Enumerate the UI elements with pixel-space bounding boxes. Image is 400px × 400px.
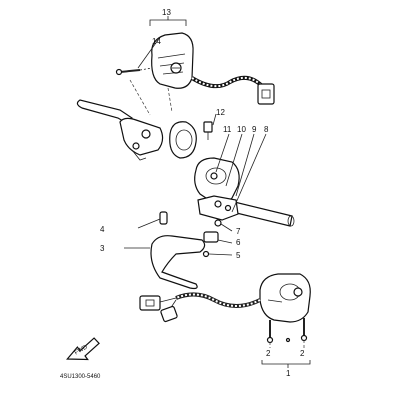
callout-3: 3 [100, 244, 105, 253]
callout-9: 9 [252, 125, 257, 134]
bolt-7 [214, 219, 233, 232]
screw-14 [115, 67, 153, 76]
callout-6: 6 [236, 238, 241, 247]
callout-11: 11 [223, 125, 232, 134]
callout-2-right: 2 [300, 349, 305, 358]
lever-holder-11 [194, 157, 240, 221]
fwd-arrow-icon [66, 337, 100, 361]
lever-holder-upper [76, 99, 197, 161]
callout-4: 4 [100, 225, 105, 234]
callout-13: 13 [162, 8, 171, 17]
callout-12: 12 [216, 108, 225, 117]
pin-4 [137, 211, 168, 229]
bracket-13 [149, 16, 187, 26]
callout-7: 7 [236, 227, 241, 236]
screws-2 [266, 318, 308, 348]
diagram-code: 4SU1300-5460 [60, 374, 101, 380]
switch-6 [203, 231, 233, 244]
callout-14: 14 [152, 37, 161, 46]
right-switch-assembly [139, 273, 311, 323]
left-switch-assembly [151, 32, 275, 105]
lever-3 [124, 235, 206, 290]
callout-8: 8 [264, 125, 269, 134]
callout-5: 5 [236, 251, 241, 260]
callout-2-left: 2 [266, 349, 271, 358]
bracket-1 [261, 360, 311, 368]
switch-12 [203, 113, 217, 140]
callout-10: 10 [237, 125, 246, 134]
screw-5 [202, 250, 233, 258]
callout-1: 1 [286, 369, 291, 378]
